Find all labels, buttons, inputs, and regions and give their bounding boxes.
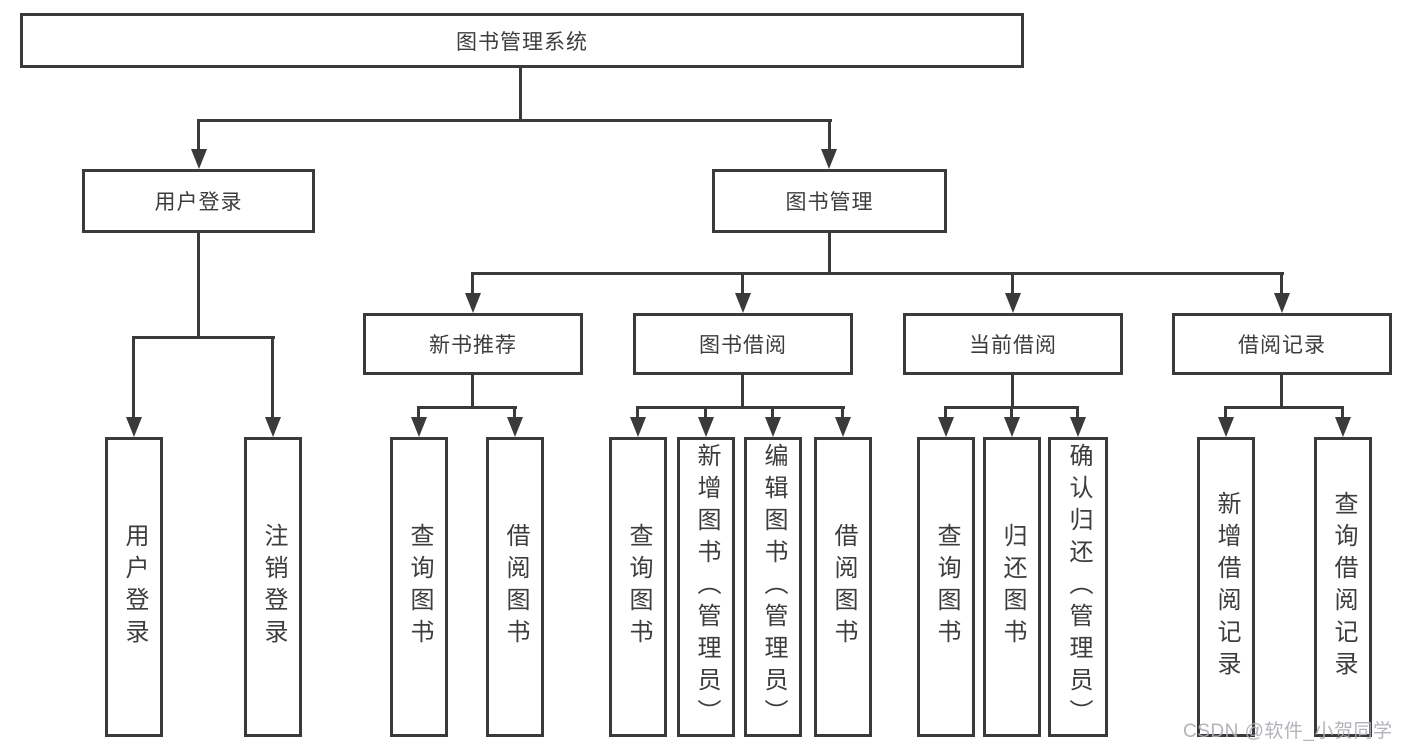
arrowhead-down-icon: [507, 417, 523, 437]
node-user-login: 用户登录: [82, 169, 315, 233]
connector-line: [704, 406, 707, 421]
connector-line: [944, 406, 947, 421]
leaf-query-books-current: 查询图书: [917, 437, 975, 737]
node-borrow-records-label: 借阅记录: [1238, 334, 1326, 357]
connector-line: [132, 336, 135, 421]
leaf-return-books-label: 归还图书: [999, 523, 1026, 651]
leaf-query-borrow-record: 查询借阅记录: [1314, 437, 1372, 737]
node-root: 图书管理系统: [20, 13, 1024, 68]
leaf-edit-books-admin-label: 编辑图书（管理员）: [760, 443, 787, 731]
arrowhead-down-icon: [835, 417, 851, 437]
leaf-confirm-return-admin: 确认归还（管理员）: [1048, 437, 1108, 737]
connector-line: [841, 406, 844, 421]
connector-line: [1224, 406, 1227, 421]
connector-line: [1341, 406, 1344, 421]
leaf-confirm-return-admin-label: 确认归还（管理员）: [1065, 443, 1092, 731]
connector-line: [513, 406, 516, 421]
leaf-add-borrow-record-label: 新增借阅记录: [1213, 491, 1240, 683]
connector-line: [828, 233, 831, 275]
arrowhead-down-icon: [126, 417, 142, 437]
connector-line: [471, 272, 1284, 275]
node-new-book-recommend-label: 新书推荐: [429, 334, 517, 357]
leaf-query-books-current-label: 查询图书: [933, 523, 960, 651]
leaf-borrow-books: 借阅图书: [814, 437, 872, 737]
arrowhead-down-icon: [265, 417, 281, 437]
connector-line: [1011, 375, 1014, 409]
arrowhead-down-icon: [1335, 417, 1351, 437]
leaf-borrow-books-label: 借阅图书: [830, 523, 857, 651]
leaf-user-login-label: 用户登录: [121, 523, 148, 651]
connector-line: [1280, 272, 1283, 297]
leaf-query-books-recommend: 查询图书: [390, 437, 448, 737]
arrowhead-down-icon: [411, 417, 427, 437]
leaf-edit-books-admin: 编辑图书（管理员）: [744, 437, 802, 737]
node-user-login-label: 用户登录: [154, 191, 243, 214]
connector-line: [1224, 406, 1344, 409]
connector-line: [519, 68, 522, 122]
leaf-borrow-books-recommend-label: 借阅图书: [502, 523, 529, 651]
arrowhead-down-icon: [765, 417, 781, 437]
leaf-query-borrow-record-label: 查询借阅记录: [1330, 491, 1357, 683]
node-root-label: 图书管理系统: [456, 30, 588, 54]
connector-line: [417, 406, 420, 421]
connector-line: [636, 406, 845, 409]
leaf-query-books-recommend-label: 查询图书: [406, 523, 433, 651]
connector-line: [771, 406, 774, 421]
connector-line: [636, 406, 639, 421]
csdn-watermark: CSDN @软件_小贺同学: [1183, 721, 1393, 742]
connector-line: [828, 119, 831, 153]
node-current-borrow-label: 当前借阅: [969, 334, 1057, 357]
arrowhead-down-icon: [1004, 417, 1020, 437]
connector-line: [197, 119, 200, 153]
arrowhead-down-icon: [735, 293, 751, 313]
node-book-management-label: 图书管理: [785, 191, 874, 214]
connector-line: [741, 375, 744, 409]
leaf-add-books-admin-label: 新增图书（管理员）: [693, 443, 720, 731]
leaf-query-books-borrow: 查询图书: [609, 437, 667, 737]
leaf-logout-label: 注销登录: [260, 523, 287, 651]
arrowhead-down-icon: [630, 417, 646, 437]
node-new-book-recommend: 新书推荐: [363, 313, 583, 375]
node-book-borrow: 图书借阅: [633, 313, 853, 375]
arrowhead-down-icon: [938, 417, 954, 437]
arrowhead-down-icon: [191, 149, 207, 169]
connector-line: [1010, 406, 1013, 421]
leaf-user-login: 用户登录: [105, 437, 163, 737]
node-book-borrow-label: 图书借阅: [699, 334, 787, 357]
connector-line: [1280, 375, 1283, 409]
arrowhead-down-icon: [465, 293, 481, 313]
connector-line: [471, 375, 474, 409]
connector-line: [417, 406, 517, 409]
arrowhead-down-icon: [1070, 417, 1086, 437]
leaf-add-books-admin: 新增图书（管理员）: [677, 437, 735, 737]
connector-line: [132, 336, 275, 339]
arrowhead-down-icon: [1274, 293, 1290, 313]
connector-line: [1011, 272, 1014, 297]
arrowhead-down-icon: [1218, 417, 1234, 437]
leaf-add-borrow-record: 新增借阅记录: [1197, 437, 1255, 737]
leaf-return-books: 归还图书: [983, 437, 1041, 737]
connector-line: [1076, 406, 1079, 421]
arrowhead-down-icon: [821, 149, 837, 169]
node-book-management: 图书管理: [712, 169, 947, 233]
connector-line: [471, 272, 474, 297]
leaf-query-books-borrow-label: 查询图书: [625, 523, 652, 651]
node-current-borrow: 当前借阅: [903, 313, 1123, 375]
leaf-borrow-books-recommend: 借阅图书: [486, 437, 544, 737]
arrowhead-down-icon: [698, 417, 714, 437]
connector-line: [741, 272, 744, 297]
arrowhead-down-icon: [1005, 293, 1021, 313]
node-borrow-records: 借阅记录: [1172, 313, 1392, 375]
connector-line: [197, 119, 832, 122]
leaf-logout: 注销登录: [244, 437, 302, 737]
connector-line: [197, 233, 200, 339]
connector-line: [271, 336, 274, 421]
